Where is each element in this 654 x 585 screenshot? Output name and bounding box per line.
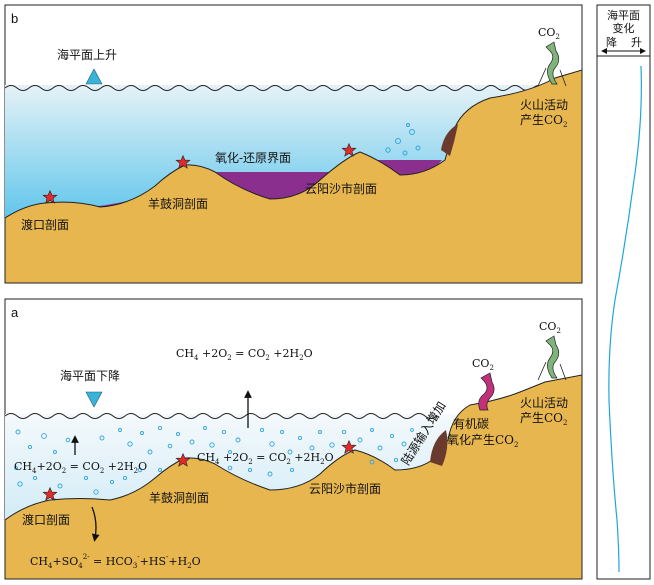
bubbles-a [14, 425, 414, 495]
side-panel-rise-label: 升 [631, 36, 642, 49]
sea-level-rise-label: 海平面上升 [57, 47, 117, 62]
equation-methane-left: CH4+2O2 = CO2 +2H2O [14, 460, 147, 475]
side-panel-title-line2: 变化 [613, 21, 635, 35]
sea-level-marker-a [85, 391, 103, 408]
sediment-a [5, 374, 582, 579]
volcanic-activity-label-b: 火山活动 [520, 98, 568, 112]
co2-label-volcanic-b: CO2 [538, 26, 560, 41]
sea-level-curve [608, 65, 642, 573]
volcanic-vent-a [537, 361, 567, 381]
section-yunyang-label-b: 云阳沙市剖面 [305, 181, 377, 196]
equation-methane-atmosphere: CH4 +2O2 = CO2 +2H2O [176, 347, 313, 362]
dark-rock-a [430, 430, 448, 466]
side-panel-fall-label: 降 [606, 35, 617, 49]
bubbles-b [385, 123, 421, 156]
panel-a: a 海平面下降 CH4 +2O2 = CO2 +2H2O [4, 298, 583, 580]
volcanic-vent-b [537, 67, 567, 87]
equation-methane-mid: CH4 +2O2 = CO2 +2H2O [197, 451, 334, 466]
section-dukou-label-b: 渡口剖面 [21, 217, 69, 232]
station-star-dukou-b [42, 189, 58, 204]
co2-label-organic-a: CO2 [472, 357, 494, 372]
sea-surface-b [5, 85, 582, 91]
station-star-yanggudong-b [175, 154, 191, 169]
panel-b-letter: b [11, 11, 18, 26]
sea-level-marker-b [85, 68, 103, 85]
co2-label-volcanic-a: CO2 [539, 320, 561, 335]
sea-level-fall-label: 海平面下降 [60, 368, 120, 383]
organic-carbon-label: 有机碳 [453, 417, 489, 431]
station-star-dukou-a [42, 486, 58, 501]
volcanic-co2-label-a: 产生CO2 [520, 411, 568, 427]
station-star-yunyang-a [341, 439, 357, 454]
section-yanggudong-label-b: 羊鼓洞剖面 [148, 196, 208, 211]
co2-arrow-organic-a [478, 372, 495, 411]
station-star-yanggudong-a [175, 452, 191, 467]
section-yunyang-label-a: 云阳沙市剖面 [309, 481, 381, 496]
volcanic-activity-label-a: 火山活动 [520, 396, 568, 410]
redox-interface-label: 氧化-还原界面 [215, 151, 291, 165]
sea-level-curve-panel: 海平面 变化 降 升 [596, 4, 651, 580]
panel-a-letter: a [11, 305, 19, 320]
co2-arrow-volcanic-a [545, 335, 560, 379]
organic-oxidation-co2-label: 氧化产生CO2 [447, 433, 519, 449]
equation-sulfate-reduction: CH4+SO42- = HCO3-+HS-+H2O [30, 553, 201, 570]
volcanic-co2-label-b: 产生CO2 [520, 113, 568, 129]
panel-b: b 海平面上升 氧化-还原界面 渡口剖面 羊鼓洞剖面 云阳沙市剖面 火山活动 产… [4, 4, 583, 284]
dark-rock-b [441, 124, 458, 156]
section-yanggudong-label-a: 羊鼓洞剖面 [149, 490, 209, 505]
section-dukou-label-a: 渡口剖面 [22, 512, 70, 527]
sediment-b [5, 69, 582, 283]
side-panel-title-line1: 海平面 [607, 8, 640, 22]
co2-arrow-volcanic-b [545, 41, 560, 85]
sea-surface-a [5, 413, 438, 419]
arrow-sulfate-down [91, 506, 100, 542]
station-star-yunyang-b [341, 142, 357, 157]
